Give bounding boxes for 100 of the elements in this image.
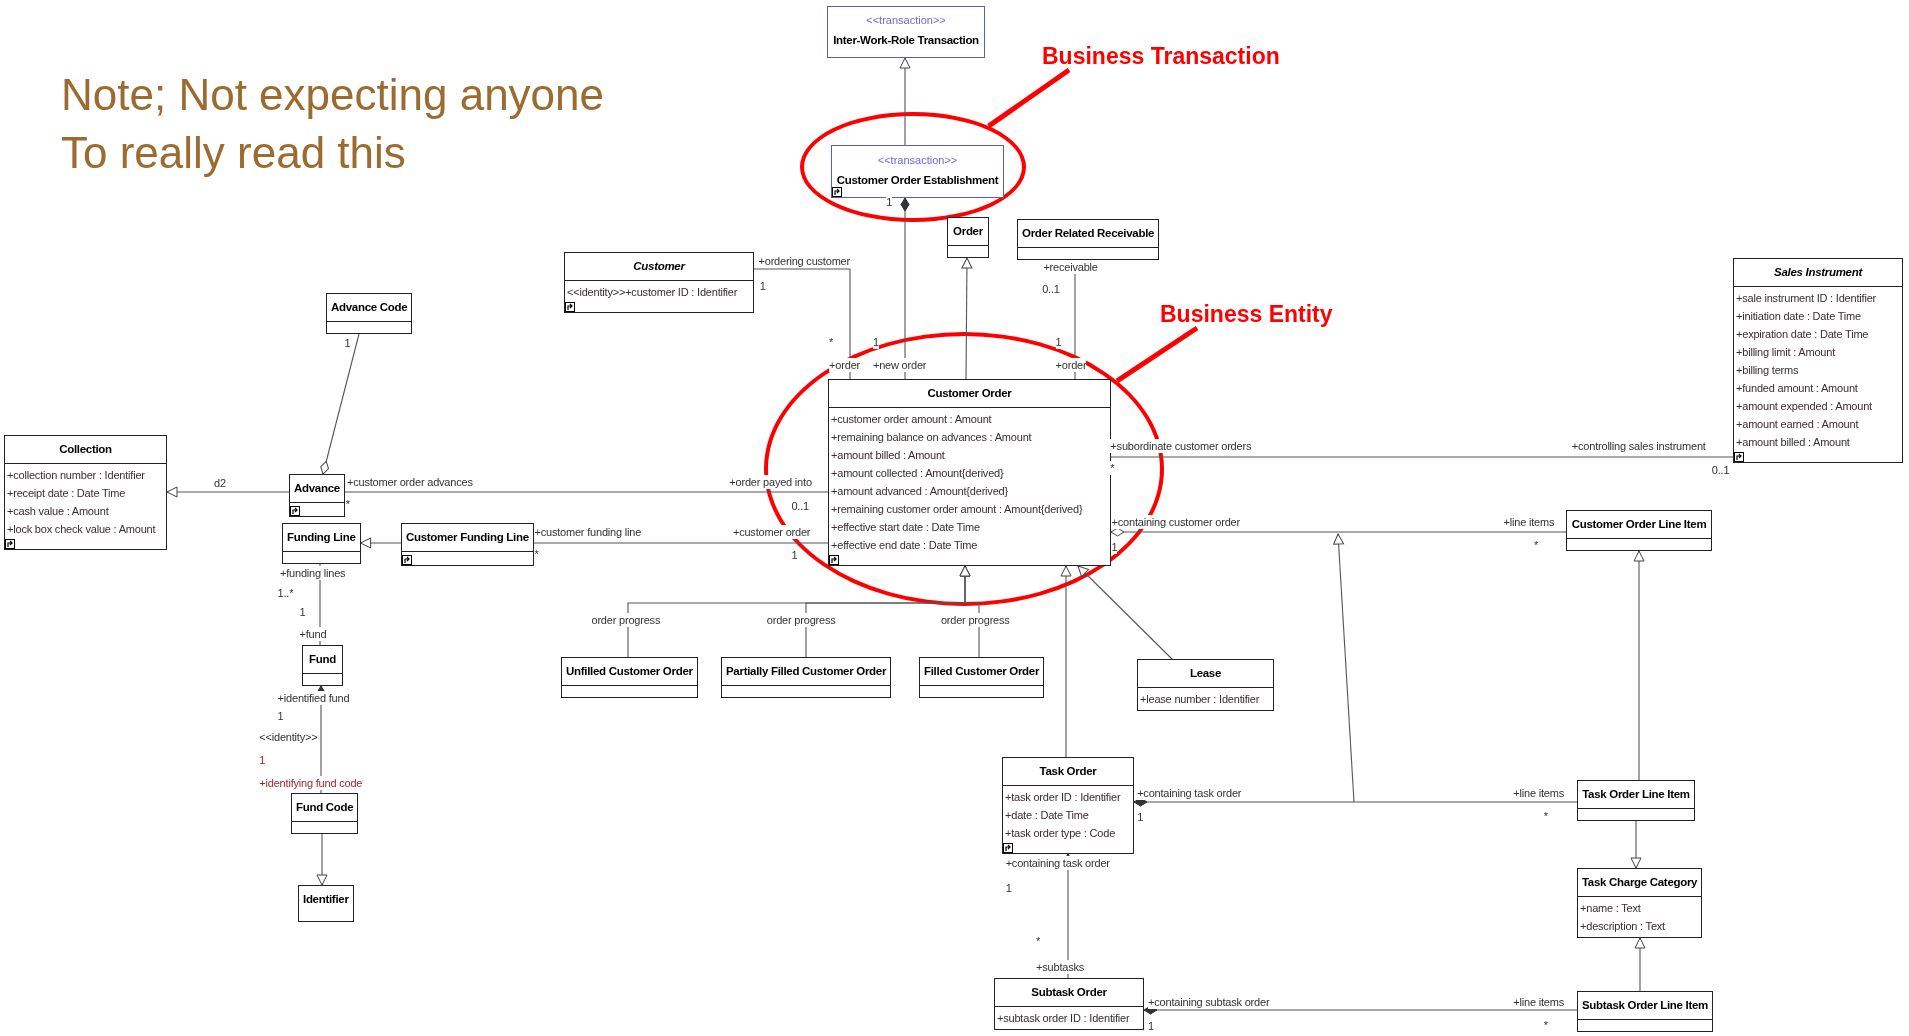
class-box — [1137, 659, 1274, 711]
class-box — [564, 252, 754, 313]
class-box — [947, 217, 989, 258]
role-name-label: +line items — [1513, 995, 1565, 1009]
class-box — [994, 978, 1144, 1030]
aggregation-line — [1110, 527, 1567, 537]
class-box — [326, 293, 413, 334]
class-name: Lease — [1188, 666, 1223, 681]
attribute-text: +remaining customer order amount : Amount{derived} — [831, 502, 1084, 517]
attribute-text: +name : Text — [1580, 901, 1642, 916]
role-name-label: +identified fund — [277, 690, 350, 705]
stereotype-label: <<transaction>> — [877, 152, 958, 168]
association-line — [344, 491, 829, 493]
class-name: Fund — [308, 652, 337, 667]
annotation-text: Business Entity — [1160, 300, 1333, 328]
role-name-label: +new order — [872, 358, 927, 373]
annotation-text: Business Transaction — [1042, 42, 1280, 70]
class-name: Customer — [632, 259, 687, 274]
class-box — [828, 379, 1111, 566]
transaction-class-box — [827, 6, 985, 58]
class-name: Unfilled Customer Order — [565, 664, 694, 679]
class-name: Sales Instrument — [1773, 265, 1864, 280]
role-name-label: +customer order — [732, 525, 811, 540]
class-name: Customer Order Line Item — [1570, 517, 1708, 532]
attribute-text: +amount expended : Amount — [1736, 399, 1873, 414]
role-name-label: +containing task order — [1005, 856, 1110, 871]
class-name: Customer Order — [926, 386, 1013, 401]
role-name-label: +fund — [299, 627, 327, 642]
attribute-text: +amount advanced : Amount{derived} — [831, 484, 1009, 499]
role-name-label: +order — [829, 358, 860, 373]
class-box — [1002, 757, 1134, 854]
edge-label: order progress — [939, 612, 1011, 627]
class-box — [1577, 868, 1703, 938]
generalization-arrow — [1633, 550, 1645, 781]
generalization-arrow — [961, 257, 973, 380]
class-name: Filled Customer Order — [923, 664, 1041, 679]
role-name-label: +funding lines — [280, 566, 346, 581]
aggregation-line — [320, 333, 360, 475]
generalization-arrow — [166, 486, 290, 498]
role-name-label: +containing customer order — [1111, 515, 1240, 530]
attribute-text: +date : Date Time — [1005, 808, 1090, 823]
class-box — [919, 657, 1045, 698]
role-name-label: +identifying fund code — [259, 775, 363, 790]
class-name: Funding Line — [286, 530, 357, 545]
association-line — [1110, 456, 1734, 458]
class-name: Partially Filled Customer Order — [725, 664, 888, 679]
class-name: Customer Order Establishment — [836, 172, 999, 188]
class-box — [291, 793, 359, 834]
stereotype-label: <<transaction>> — [866, 13, 946, 28]
composition-line — [1133, 797, 1578, 807]
class-box — [1577, 991, 1714, 1032]
generalization-arrow — [360, 537, 402, 549]
attribute-text: +task order ID : Identifier — [1005, 790, 1122, 805]
class-box — [1017, 219, 1160, 260]
class-name: Order Related Receivable — [1021, 226, 1156, 241]
role-name-label: +customer funding line — [534, 525, 642, 540]
attribute-text: +effective start date : Date Time — [831, 520, 981, 535]
note-text: Note; Not expecting anyone To really read this — [61, 69, 606, 179]
attribute-text: +receipt date : Date Time — [7, 486, 127, 501]
transaction-class-box — [831, 145, 1004, 198]
attribute-text: +lease number : Identifier — [1140, 692, 1261, 707]
class-box — [302, 645, 343, 686]
attribute-text: +collection number : Identifier — [7, 468, 146, 483]
class-name: Task Order — [1038, 764, 1098, 779]
composition-line — [1143, 1005, 1578, 1015]
class-box — [298, 885, 354, 922]
attribute-text: +amount billed : Amount — [831, 448, 946, 463]
class-name: Inter-Work-Role Transaction — [833, 33, 979, 48]
attribute-text: +initiation date : Date Time — [1736, 309, 1862, 324]
class-name: Advance Code — [330, 300, 409, 315]
attribute-text: +remaining balance on advances : Amount — [831, 430, 1033, 445]
attribute-text: +amount collected : Amount{derived} — [831, 466, 1005, 481]
multiplicity-label: * — [1110, 460, 1115, 475]
role-name-label: +containing subtask order — [1148, 995, 1270, 1009]
class-box — [1577, 780, 1695, 821]
attribute-text: +task order type : Code — [1005, 826, 1117, 841]
class-name: Identifier — [302, 892, 350, 907]
class-box — [401, 523, 534, 566]
class-box — [1733, 258, 1903, 463]
class-name: Order — [952, 224, 984, 239]
class-name: Task Order Line Item — [1581, 787, 1691, 802]
attribute-text: +sale instrument ID : Identifier — [1736, 291, 1878, 306]
edge-label: order progress — [590, 612, 662, 627]
role-name-label: +subtasks — [1036, 959, 1085, 974]
attribute-text: +amount billed : Amount — [1736, 435, 1851, 450]
attribute-text: +effective end date : Date Time — [831, 538, 979, 553]
attribute-text: +customer order amount : Amount — [831, 412, 993, 427]
attribute-text: +subtask order ID : Identifier — [997, 1011, 1131, 1026]
class-box — [561, 657, 698, 698]
association-line — [753, 268, 851, 380]
class-name: Collection — [58, 442, 113, 457]
attribute-text: +billing terms — [1736, 363, 1800, 378]
multiplicity-label: 1 — [1055, 335, 1062, 350]
class-name: Subtask Order — [1030, 985, 1108, 1000]
generalization-arrow — [1630, 820, 1642, 869]
class-name: Advance — [293, 481, 341, 496]
leader-line — [987, 67, 1071, 129]
generalization-arrow — [1634, 937, 1646, 992]
class-box — [289, 474, 345, 517]
generalization-arrow — [316, 833, 328, 886]
